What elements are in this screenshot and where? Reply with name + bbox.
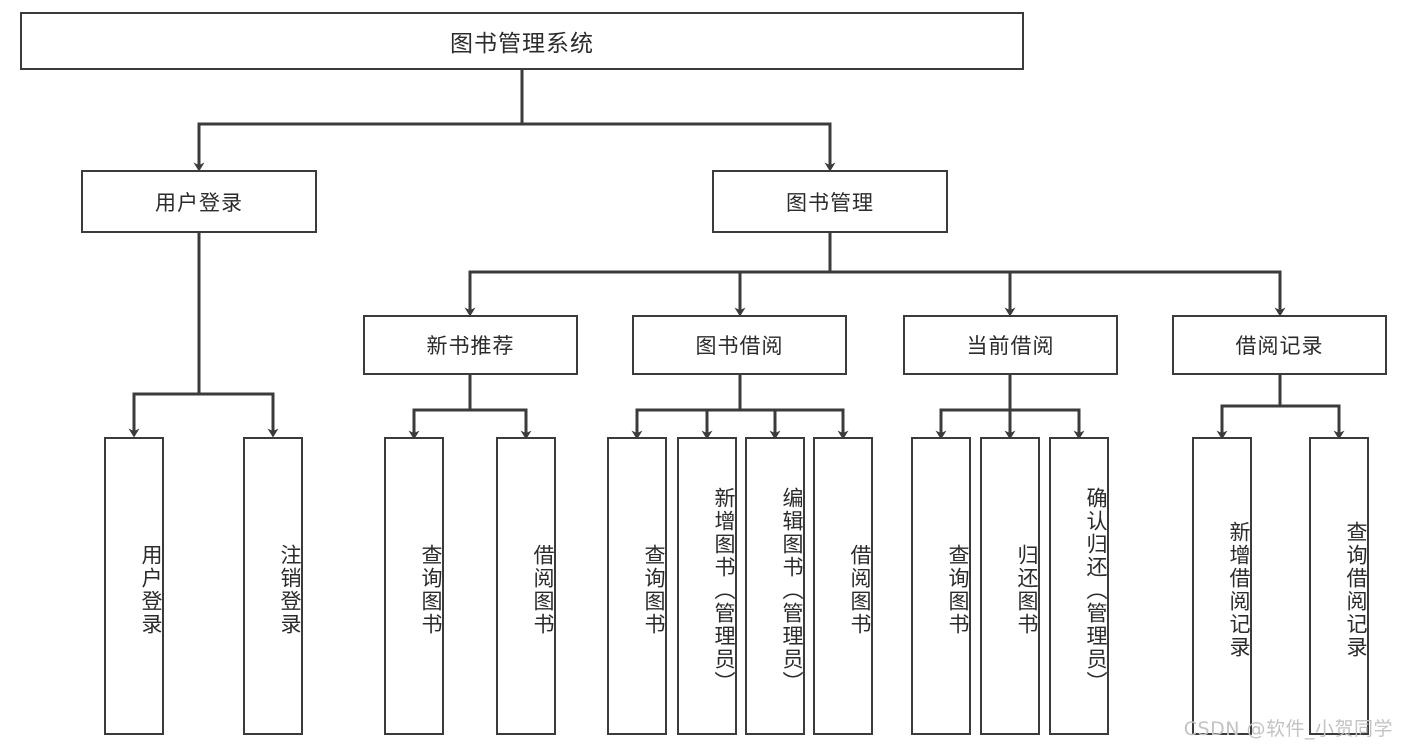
node-label: 编辑图书（管理员）: [780, 486, 804, 694]
node-label: 图书借阅: [695, 334, 784, 358]
leaf-return-book[interactable]: 归还图书: [980, 437, 1040, 735]
node-label: 新增借阅记录: [1227, 521, 1251, 659]
leaf-borrow-book-2[interactable]: 借阅图书: [813, 437, 873, 735]
node-label: 查询图书: [419, 544, 443, 636]
node-label: 查询借阅记录: [1344, 521, 1368, 659]
leaf-user-login[interactable]: 用户登录: [104, 437, 164, 735]
node-label: 查询图书: [946, 544, 970, 636]
leaf-user-logout[interactable]: 注销登录: [243, 437, 303, 735]
node-label: 当前借阅: [966, 334, 1055, 358]
node-label: 新增图书（管理员）: [712, 486, 736, 694]
node-label: 查询图书: [642, 544, 666, 636]
node-label: 借阅图书: [531, 544, 555, 636]
leaf-add-book[interactable]: 新增图书（管理员）: [677, 437, 737, 735]
node-label: 借阅记录: [1235, 334, 1324, 358]
node-new-book-recommend[interactable]: 新书推荐: [363, 315, 578, 375]
node-user-login[interactable]: 用户登录: [81, 170, 317, 233]
node-label: 归还图书: [1015, 544, 1039, 636]
node-label: 确认归还（管理员）: [1084, 486, 1108, 694]
leaf-query-book-3[interactable]: 查询图书: [911, 437, 971, 735]
leaf-query-book-1[interactable]: 查询图书: [384, 437, 444, 735]
leaf-confirm-return[interactable]: 确认归还（管理员）: [1049, 437, 1109, 735]
node-label: 注销登录: [278, 544, 302, 636]
csdn-watermark: CSDN @软件_小贺同学: [1183, 718, 1393, 740]
leaf-borrow-book-1[interactable]: 借阅图书: [496, 437, 556, 735]
node-book-borrow[interactable]: 图书借阅: [632, 315, 847, 375]
node-current-borrow[interactable]: 当前借阅: [903, 315, 1118, 375]
node-label: 用户登录: [155, 190, 243, 215]
node-label: 图书管理系统: [450, 31, 594, 57]
leaf-edit-book[interactable]: 编辑图书（管理员）: [745, 437, 805, 735]
node-root-system[interactable]: 图书管理系统: [20, 12, 1024, 70]
node-label: 新书推荐: [426, 334, 515, 358]
node-label: 图书管理: [786, 190, 874, 215]
node-book-manage[interactable]: 图书管理: [712, 170, 948, 233]
node-label: 用户登录: [139, 544, 163, 636]
leaf-add-record[interactable]: 新增借阅记录: [1192, 437, 1252, 735]
leaf-query-record[interactable]: 查询借阅记录: [1309, 437, 1369, 735]
node-label: 借阅图书: [848, 544, 872, 636]
leaf-query-book-2[interactable]: 查询图书: [607, 437, 667, 735]
node-borrow-record[interactable]: 借阅记录: [1172, 315, 1387, 375]
